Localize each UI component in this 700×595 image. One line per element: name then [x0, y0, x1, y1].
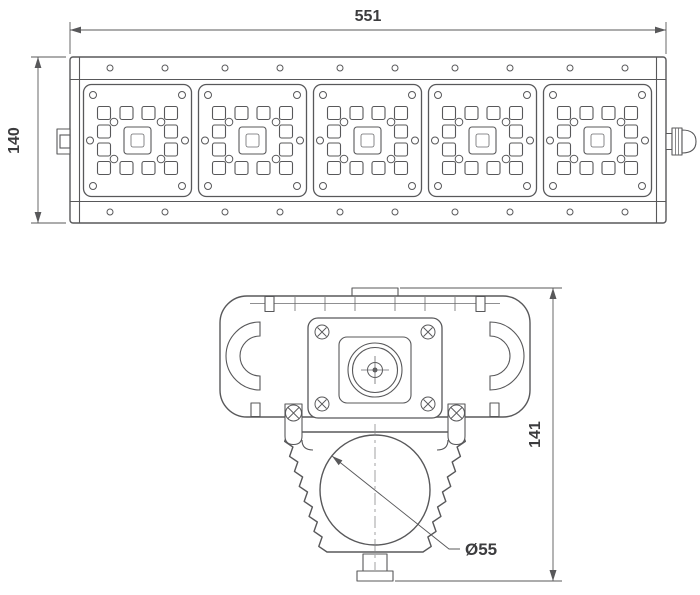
bottom-rail-screws [106, 208, 629, 216]
luminaire-body [56, 56, 697, 224]
section-view: 141 Ø55 [219, 287, 562, 582]
dim-width-label: 551 [355, 8, 382, 25]
arrowhead-right [655, 26, 666, 34]
dimension-section-height: 141 [395, 287, 562, 582]
led-module-1 [82, 83, 193, 198]
led-module-5 [542, 83, 653, 198]
arrowhead-left [70, 26, 81, 34]
led-module-4 [427, 83, 538, 198]
diameter-label: Ø55 [465, 540, 497, 559]
led-module-3 [312, 83, 423, 198]
arrowhead-top [549, 288, 557, 299]
clamp-arms [284, 403, 466, 451]
led-module-2 [197, 83, 308, 198]
arrowhead-bottom [34, 212, 42, 223]
diameter-callout: Ø55 [331, 455, 497, 559]
dim-section-height-label: 141 [527, 421, 544, 448]
leader-arrowhead [332, 456, 343, 466]
adjustment-knob [338, 336, 412, 404]
arrowhead-top [34, 57, 42, 68]
front-view: 551 140 [6, 8, 697, 224]
dim-height-label: 140 [6, 127, 23, 154]
cable-gland [665, 127, 697, 156]
mounting-clip [56, 128, 71, 155]
left-channel [225, 321, 261, 391]
top-rail-screws [106, 64, 629, 72]
arrowhead-bottom [549, 570, 557, 581]
dimension-width: 551 [69, 8, 667, 54]
right-channel [489, 321, 525, 391]
dimension-height: 140 [6, 56, 66, 224]
